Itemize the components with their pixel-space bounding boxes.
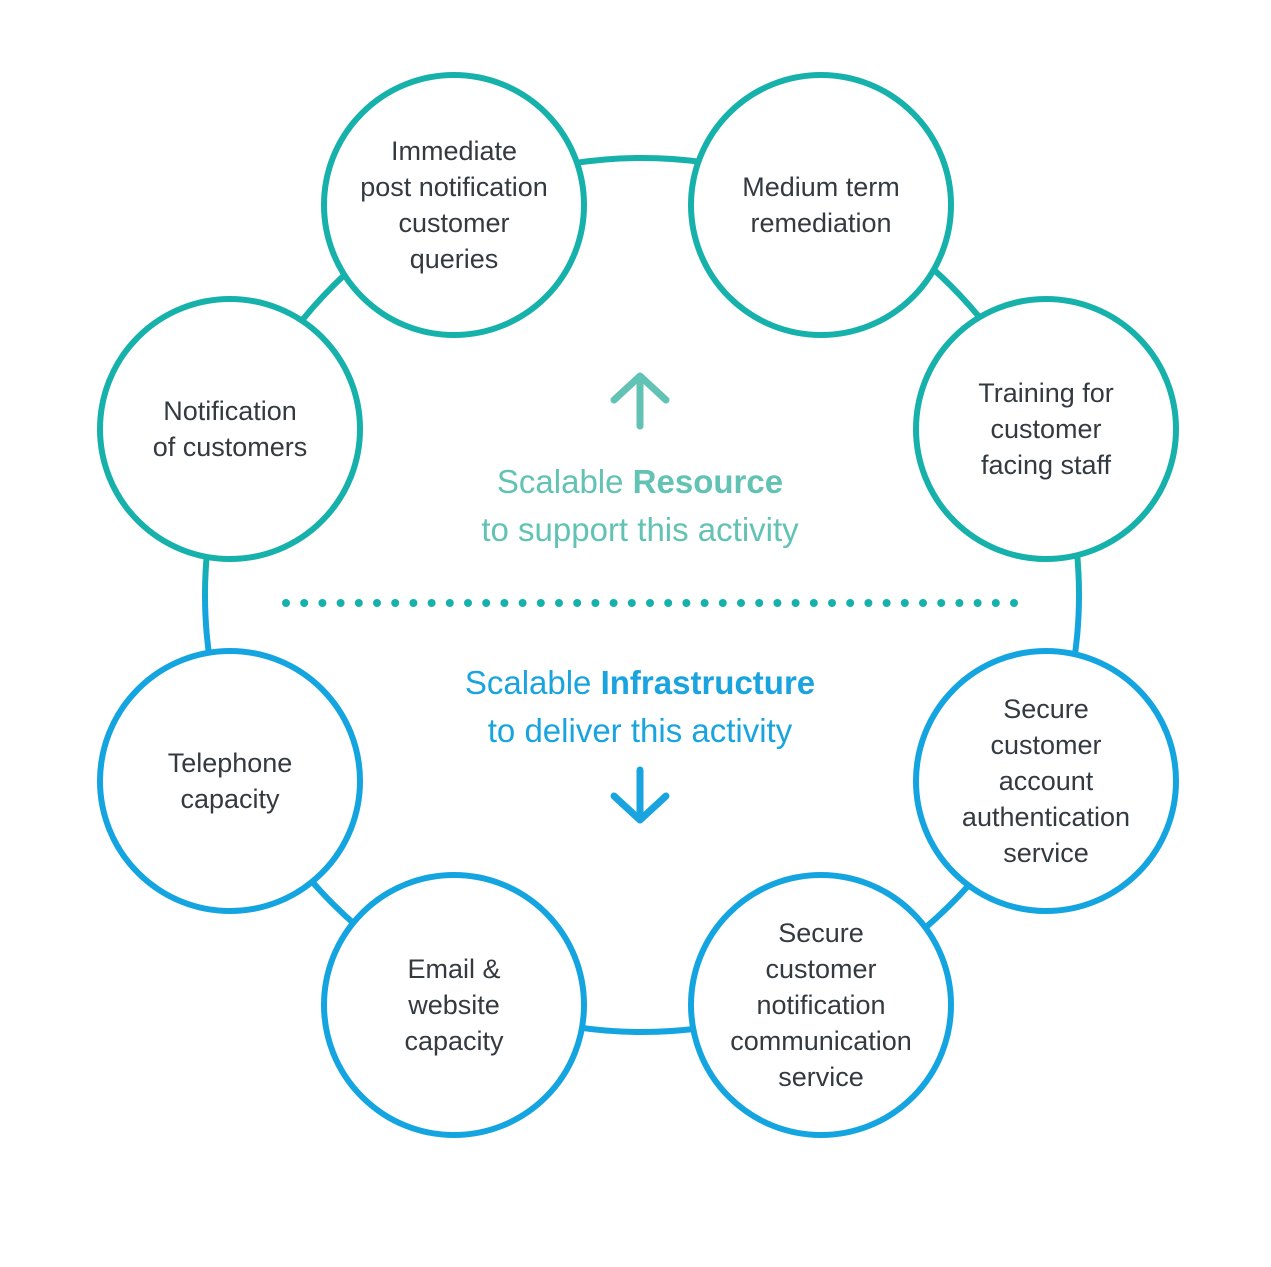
- node-label: Telephone capacity: [167, 748, 293, 814]
- divider-dot: [882, 599, 891, 607]
- divider-dot: [464, 599, 472, 607]
- node-immediate-post-notification-queries: Immediate post notification customer que…: [321, 72, 587, 338]
- divider-dot: [755, 599, 764, 607]
- divider-dot: [646, 599, 654, 607]
- divider-dot: [555, 599, 563, 607]
- infrastructure-caption-prefix: Scalable: [464, 664, 601, 701]
- divider-dot: [700, 599, 709, 607]
- node-secure-account-authentication-service: Secure customer account authentication s…: [913, 648, 1179, 914]
- section-divider: [282, 599, 1018, 607]
- node-label: Secure customer account authentication s…: [961, 694, 1131, 868]
- cycle-ring: [202, 155, 1082, 1035]
- divider-dot: [373, 599, 381, 607]
- divider-dot: [682, 599, 691, 607]
- node-notification-of-customers: Notification of customers: [97, 296, 363, 562]
- divider-dot: [336, 599, 345, 607]
- divider-dot: [482, 599, 491, 607]
- node-label: Immediate post notification customer que…: [360, 136, 548, 274]
- divider-dot: [609, 599, 618, 607]
- divider-dot: [318, 599, 327, 607]
- node-label: Email & website capacity: [404, 954, 504, 1056]
- divider-dot: [300, 599, 309, 607]
- divider-dot: [791, 599, 800, 607]
- divider-dot: [354, 599, 363, 607]
- infrastructure-caption: Scalable Infrastructure to deliver this …: [340, 659, 940, 755]
- divider-dot: [919, 599, 927, 607]
- arrow-down-icon: [610, 766, 670, 824]
- resource-caption-bold: Resource: [632, 463, 784, 500]
- node-label: Notification of customers: [152, 396, 308, 462]
- node-label: Medium term remediation: [742, 172, 900, 238]
- arrow-up-icon: [610, 372, 670, 430]
- divider-dot: [773, 599, 782, 607]
- divider-dot: [391, 599, 400, 607]
- node-email-website-capacity: Email & website capacity: [321, 872, 587, 1138]
- divider-dot: [991, 599, 1000, 607]
- divider-dot: [737, 599, 745, 607]
- divider-dot: [718, 599, 727, 607]
- divider-dot: [536, 599, 545, 607]
- divider-dot: [409, 599, 418, 607]
- infrastructure-caption-bold: Infrastructure: [600, 664, 816, 701]
- resource-caption-prefix: Scalable: [496, 463, 633, 500]
- resource-caption-line2: to support this activity: [481, 511, 799, 548]
- node-medium-term-remediation: Medium term remediation: [688, 72, 954, 338]
- divider-dot: [846, 599, 855, 607]
- node-label: Training for customer facing staff: [978, 378, 1114, 480]
- divider-dot: [500, 599, 509, 607]
- divider-dot: [427, 599, 436, 607]
- node-telephone-capacity: Telephone capacity: [97, 648, 363, 914]
- resource-caption: Scalable Resource to support this activi…: [340, 458, 940, 554]
- divider-dot: [591, 599, 600, 607]
- node-training-customer-facing-staff: Training for customer facing staff: [913, 296, 1179, 562]
- resource-caption-line1: Scalable Resource: [340, 458, 940, 506]
- divider-dot: [809, 599, 818, 607]
- divider-dot: [937, 599, 946, 607]
- divider-dot: [955, 599, 964, 607]
- divider-dot: [1010, 599, 1018, 607]
- divider-dot: [973, 599, 982, 607]
- divider-dot: [627, 599, 636, 607]
- node-label: Secure customer notification communicati…: [730, 918, 912, 1092]
- divider-dot: [518, 599, 527, 607]
- node-secure-notification-communication-service: Secure customer notification communicati…: [688, 872, 954, 1138]
- divider-dot: [664, 599, 673, 607]
- divider-dot: [573, 599, 582, 607]
- infrastructure-caption-line2: to deliver this activity: [487, 712, 793, 749]
- infrastructure-caption-line1: Scalable Infrastructure: [340, 659, 940, 707]
- divider-dot: [900, 599, 909, 607]
- divider-dot: [864, 599, 873, 607]
- divider-dot: [445, 599, 454, 607]
- divider-dot: [282, 599, 290, 607]
- divider-dot: [828, 599, 836, 607]
